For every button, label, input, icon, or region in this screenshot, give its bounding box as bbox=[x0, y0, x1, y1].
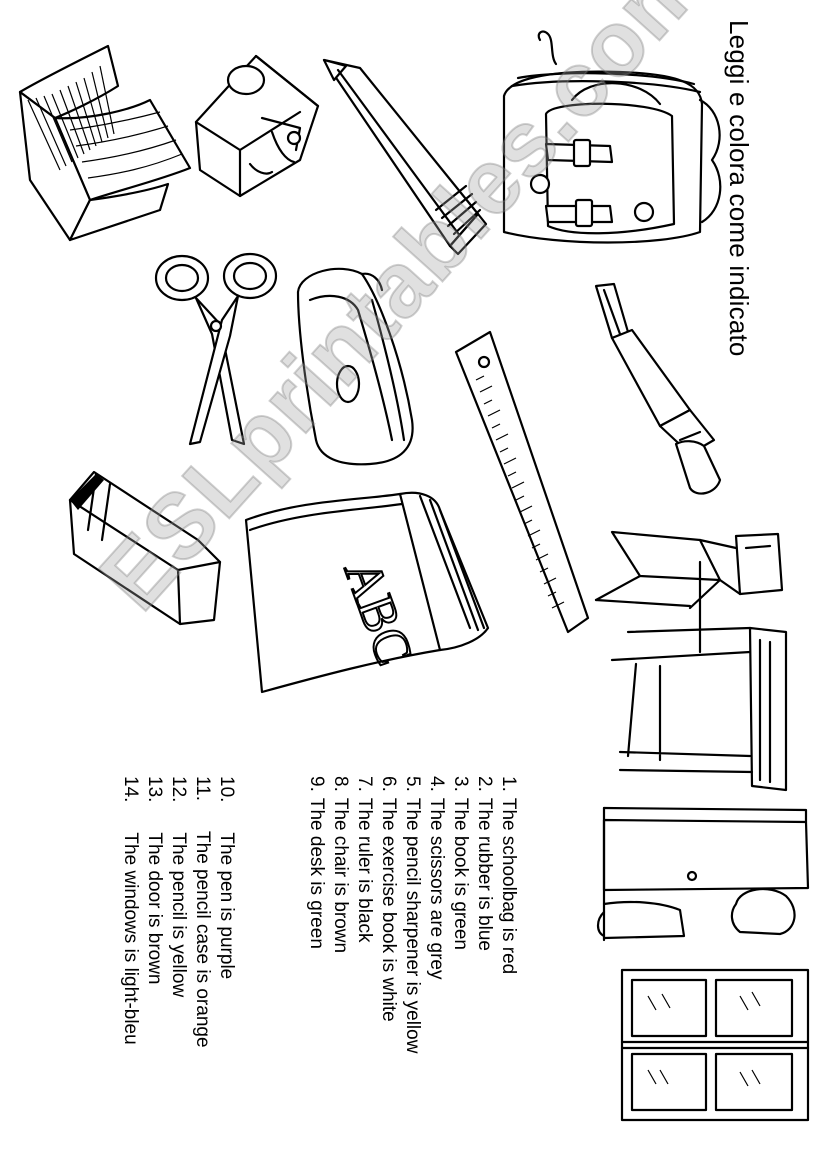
instruction-number: 8. bbox=[330, 776, 351, 792]
instruction-item: 3. The book is green bbox=[448, 776, 472, 1053]
rubber-illustration bbox=[68, 470, 222, 626]
instruction-number: 5. bbox=[402, 776, 423, 792]
instruction-number: 11. bbox=[192, 776, 213, 802]
color-instructions-column-2: 10. The pen is purple 11. The pencil case i… bbox=[118, 776, 238, 1048]
ruler-illustration bbox=[454, 330, 590, 634]
instruction-item: 14. The windows is light-bleu bbox=[118, 776, 142, 1048]
instruction-text: The ruler is black bbox=[354, 797, 375, 943]
instruction-number: 9. bbox=[306, 776, 327, 792]
instruction-item: 6. The exercise book is white bbox=[376, 776, 400, 1053]
instruction-text: The schoolbag is red bbox=[498, 797, 519, 975]
instruction-item: 2. The rubber is blue bbox=[472, 776, 496, 1053]
instruction-text: The exercise book is white bbox=[378, 797, 399, 1022]
instruction-text: The pencil case is orange bbox=[192, 831, 213, 1048]
instruction-item: 9. The desk is green bbox=[304, 776, 328, 1053]
instruction-number: 12. bbox=[168, 776, 189, 803]
instruction-text: The rubber is blue bbox=[474, 797, 495, 952]
instruction-number: 3. bbox=[450, 776, 471, 792]
schoolbag-illustration bbox=[502, 30, 722, 244]
pencil-illustration bbox=[322, 58, 488, 256]
pencil-case-illustration bbox=[296, 267, 414, 466]
instruction-text: The pen is purple bbox=[216, 832, 237, 980]
exercise-book-illustration bbox=[18, 44, 192, 242]
instruction-text: The desk is green bbox=[306, 797, 327, 949]
book-illustration: ABC bbox=[244, 491, 490, 694]
instruction-number: 10. bbox=[216, 776, 237, 803]
instruction-number: 13. bbox=[144, 776, 165, 803]
instruction-number: 6. bbox=[378, 776, 399, 792]
instruction-item: 13. The door is brown bbox=[142, 776, 166, 1048]
page-title: Leggi e colora come indicato bbox=[724, 20, 754, 357]
instruction-text: The pencil sharpener is yellow bbox=[402, 797, 423, 1054]
instruction-text: The door is brown bbox=[144, 832, 165, 985]
instruction-item: 8. The chair is brown bbox=[328, 776, 352, 1053]
instruction-item: 12. The pencil is yellow bbox=[166, 776, 190, 1048]
pen-illustration bbox=[594, 282, 722, 495]
chair-illustration bbox=[594, 530, 784, 654]
instruction-item: 11. The pencil case is orange bbox=[190, 776, 214, 1048]
instruction-item: 7. The ruler is black bbox=[352, 776, 376, 1053]
instruction-item: 4. The scissors are grey bbox=[424, 776, 448, 1053]
scissors-illustration bbox=[154, 252, 278, 446]
door-illustration bbox=[596, 806, 810, 942]
instruction-text: The scissors are grey bbox=[426, 797, 447, 980]
instruction-text: The chair is brown bbox=[330, 797, 351, 954]
instruction-item: 10. The pen is purple bbox=[214, 776, 238, 1048]
instruction-number: 7. bbox=[354, 776, 375, 792]
desk-illustration bbox=[610, 626, 788, 792]
instruction-item: 5. The pencil sharpener is yellow bbox=[400, 776, 424, 1053]
instruction-number: 1. bbox=[498, 776, 519, 792]
instruction-text: The pencil is yellow bbox=[168, 832, 189, 998]
window-illustration bbox=[620, 968, 810, 1122]
instruction-text: The book is green bbox=[450, 797, 471, 950]
instruction-number: 2. bbox=[474, 776, 495, 792]
instruction-number: 14. bbox=[120, 776, 141, 803]
instruction-item: 1. The schoolbag is red bbox=[496, 776, 520, 1053]
pencil-sharpener-illustration bbox=[194, 54, 320, 198]
instruction-number: 4. bbox=[426, 776, 447, 792]
instruction-text: The windows is light-bleu bbox=[120, 832, 141, 1045]
